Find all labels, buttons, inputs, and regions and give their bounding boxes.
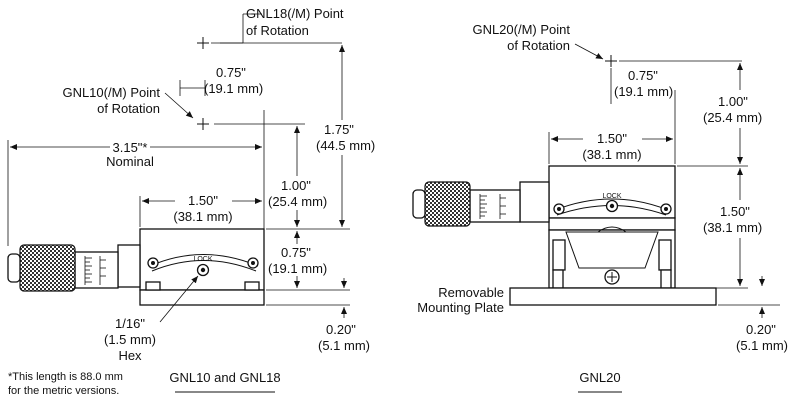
right-upper-height-dim	[677, 63, 748, 167]
left-total-height-dim	[266, 45, 350, 230]
right-height-dim	[716, 168, 748, 289]
left-width-mm: (38.1 mm)	[173, 209, 232, 224]
right-dovetail	[565, 231, 659, 269]
left-width-dim	[139, 196, 262, 227]
left-foot-2	[244, 281, 260, 291]
right-curved-groove	[554, 198, 669, 211]
gnl20-label-line1: GNL20(/M) Point	[472, 22, 570, 37]
right-base-value: 0.20"	[746, 322, 776, 337]
right-side-block-2	[658, 239, 672, 271]
gnl20-rotation-point	[574, 43, 742, 67]
left-caption: GNL10 and GNL18	[169, 370, 280, 385]
left-lower-height-dim	[266, 231, 350, 291]
plate-label-line2: Mounting Plate	[417, 300, 504, 315]
left-base-mm: (5.1 mm)	[318, 338, 370, 353]
left-micrometer-scale	[84, 256, 106, 285]
right-base-dim	[718, 276, 780, 318]
left-micrometer-cap	[7, 253, 21, 283]
right-mounting-plate	[509, 287, 717, 306]
right-top-curve	[597, 226, 627, 233]
right-upper-height-value: 1.00"	[718, 94, 748, 109]
right-offset-value: 0.75"	[628, 68, 658, 83]
right-height-value: 1.50"	[720, 204, 750, 219]
left-length-note: Nominal	[106, 154, 154, 169]
left-micrometer-barrel	[117, 244, 141, 288]
right-width-dim	[548, 132, 673, 164]
right-screw-1	[553, 203, 565, 215]
footnote-line1: *This length is 88.0 mm	[8, 371, 123, 383]
left-drawing: LOCK	[7, 6, 375, 397]
left-screw-1	[147, 257, 159, 269]
left-lock-knob	[196, 263, 210, 277]
left-stage-body	[139, 228, 265, 291]
right-foot-2	[660, 269, 672, 289]
gnl10-rotation-point	[164, 92, 305, 130]
left-base-dim	[266, 278, 350, 318]
left-offset-mm: (19.1 mm)	[204, 81, 263, 96]
right-width-mm: (38.1 mm)	[582, 147, 641, 162]
right-offset-dim	[610, 68, 676, 164]
left-hex-size: 1/16"	[115, 316, 145, 331]
gnl20-label-line2: of Rotation	[507, 38, 570, 53]
right-micrometer-knurl	[424, 181, 471, 227]
left-upper-height-value: 1.00"	[281, 178, 311, 193]
left-length-dim	[7, 140, 262, 246]
right-width-value: 1.50"	[597, 131, 627, 146]
left-micrometer-thimble	[74, 251, 119, 289]
right-drawing: LOCK	[412, 22, 788, 393]
left-hex-leader	[159, 275, 199, 323]
right-height-mm: (38.1 mm)	[703, 220, 762, 235]
right-offset-mm: (19.1 mm)	[614, 84, 673, 99]
gnl10-label-line1: GNL10(/M) Point	[62, 85, 160, 100]
right-lower-mount	[548, 217, 676, 289]
right-upper-height-mm: (25.4 mm)	[703, 110, 762, 125]
left-base-plate	[139, 289, 265, 306]
left-hex-mm: (1.5 mm)	[104, 332, 156, 347]
left-length-value: 3.15"*	[113, 140, 148, 155]
right-lock-knob	[605, 199, 619, 213]
left-micrometer-knurl	[19, 244, 76, 292]
left-offset-dim	[179, 80, 206, 96]
right-micrometer-scale	[479, 194, 506, 219]
left-screw-2	[247, 257, 259, 269]
right-side-block-1	[552, 239, 566, 271]
left-width-value: 1.50"	[188, 193, 218, 208]
right-middle-plate	[548, 217, 676, 231]
footnote-line2: for the metric versions.	[8, 385, 119, 397]
left-upper-height-mm: (25.4 mm)	[268, 194, 327, 209]
right-base-mm: (5.1 mm)	[736, 338, 788, 353]
right-micrometer-thimble	[469, 189, 521, 223]
right-micrometer-barrel	[519, 181, 550, 223]
left-total-height-value: 1.75"	[324, 122, 354, 137]
right-screw-2	[660, 203, 672, 215]
left-curved-groove	[149, 254, 259, 267]
gnl10-label-line2: of Rotation	[97, 101, 160, 116]
left-lower-height-mm: (19.1 mm)	[268, 261, 327, 276]
left-micrometer	[7, 244, 141, 292]
left-hex-type: Hex	[118, 348, 142, 363]
plate-label-line1: Removable	[438, 285, 504, 300]
right-center-screw	[604, 269, 620, 285]
right-stage-upper: LOCK	[548, 165, 676, 219]
right-caption: GNL20	[579, 370, 620, 385]
left-offset-value: 0.75"	[216, 65, 246, 80]
right-micrometer-cap	[412, 189, 426, 219]
left-curved-groove-inner	[151, 260, 257, 272]
left-stage: LOCK	[139, 228, 265, 306]
left-lower-height-value: 0.75"	[281, 245, 311, 260]
left-lock-label: LOCK	[193, 256, 212, 263]
right-lock-label: LOCK	[602, 193, 621, 200]
right-foot-1	[552, 269, 564, 289]
left-foot-1	[145, 281, 161, 291]
left-base-value: 0.20"	[326, 322, 356, 337]
gnl18-label-line1: GNL18(/M) Point	[246, 6, 344, 21]
left-total-height-mm: (44.5 mm)	[316, 138, 375, 153]
gnl18-label-line2: of Rotation	[246, 23, 309, 38]
right-micrometer	[412, 181, 550, 227]
gnl18-rotation-point	[197, 13, 342, 49]
